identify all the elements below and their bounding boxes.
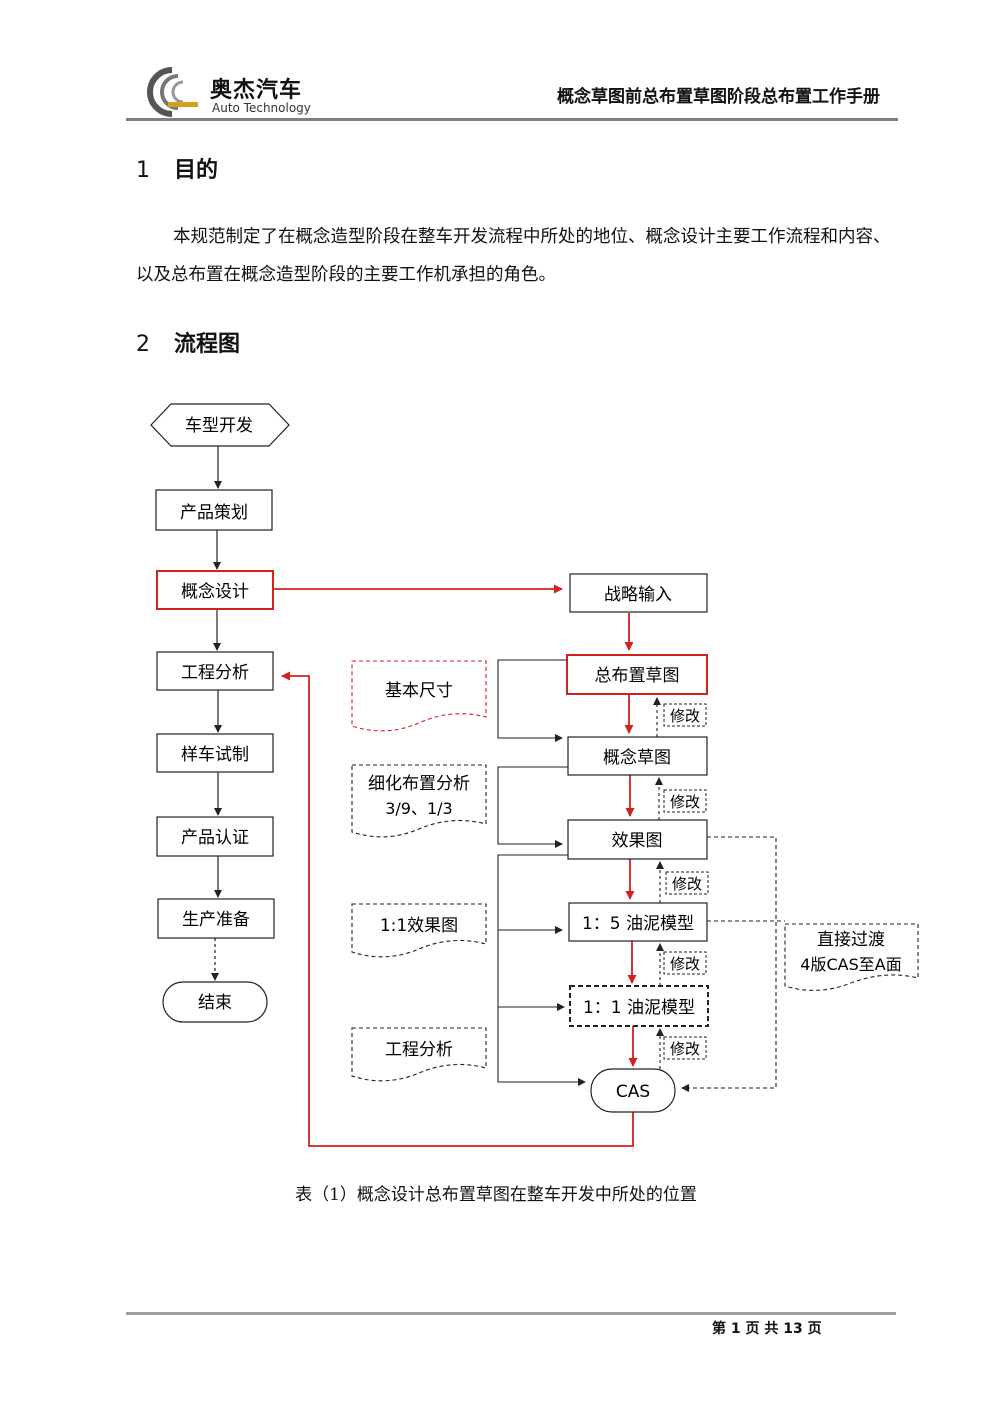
input-basic-size-label: 基本尺寸: [385, 681, 453, 701]
step-concept-sketch-label: 概念草图: [603, 747, 671, 768]
step-cas-label: CAS: [616, 1082, 650, 1102]
direct-transition-label: 直接过渡: [817, 930, 885, 950]
input-engineering-label: 工程分析: [385, 1040, 453, 1060]
modify-feedback-lines: [653, 697, 664, 1069]
modify-tags: [663, 703, 709, 1060]
modify-label: 修改: [670, 793, 700, 811]
step-concept-design-box: [156, 570, 274, 610]
modify-label: 修改: [672, 875, 702, 893]
step-certification-label: 产品认证: [181, 828, 249, 848]
section-heading-flowchart: 2 流程图: [136, 326, 240, 358]
step-product-planning-box: [155, 489, 273, 531]
figure-caption: 表（1）概念设计总布置草图在整车开发中所处的位置: [295, 1185, 697, 1205]
modify-label: 修改: [670, 955, 700, 973]
start-label: 车型开发: [185, 416, 253, 436]
end-terminator: [162, 981, 268, 1023]
step-rendering-box: [567, 819, 708, 860]
step-clay-model-1to5-label: 1：5 油泥模型: [582, 914, 694, 934]
direct-transition-detail: 4版CAS至A面: [800, 955, 901, 974]
step-layout-sketch-label: 总布置草图: [595, 666, 680, 686]
purpose-paragraph: 本规范制定了在概念造型阶段在整车开发流程中所处的地位、概念设计主要工作流程和内容…: [136, 227, 891, 285]
step-prototype-label: 样车试制: [181, 745, 249, 765]
input-refined-layout-label: 细化布置分析: [368, 774, 470, 794]
step-production-prep-label: 生产准备: [182, 910, 250, 930]
start-hexagon: [150, 403, 290, 447]
step-product-planning-label: 产品策划: [180, 503, 248, 523]
step-prototype-box: [156, 733, 274, 773]
document-title: 概念草图前总布置草图阶段总布置工作手册: [557, 87, 880, 107]
step-rendering-label: 效果图: [612, 831, 663, 851]
step-strategy-input-box: [569, 573, 708, 613]
section-title: 目的: [174, 158, 219, 183]
step-engineering-analysis-label: 工程分析: [181, 663, 249, 683]
section-heading-purpose: 1 目的: [136, 152, 218, 184]
logo-chinese-name: 奥杰汽车: [210, 78, 303, 103]
step-certification-box: [156, 816, 274, 857]
step-concept-sketch-box: [567, 736, 708, 776]
step-clay-model-1to1-label: 1：1 油泥模型: [583, 998, 695, 1018]
modify-label: 修改: [670, 1040, 700, 1058]
direct-transition-lines: [681, 836, 785, 1092]
left-flow-arrows: [211, 446, 222, 981]
input-rendering-1to1-label: 1:1效果图: [380, 916, 458, 936]
input-connector-lines: [497, 659, 586, 1086]
step-layout-sketch-box: [566, 654, 708, 695]
footer-divider: [126, 1312, 896, 1315]
step-cas-terminator: [590, 1068, 676, 1113]
header-divider: [126, 118, 898, 121]
section-number: 2: [136, 332, 150, 357]
section-number: 1: [136, 158, 150, 183]
step-concept-design-label: 概念设计: [181, 581, 249, 602]
step-engineering-analysis-box: [156, 651, 274, 691]
step-clay-model-1to1-box: [569, 985, 709, 1027]
page-number: 第 1 页 共 13 页: [712, 1321, 822, 1337]
step-production-prep-box: [157, 898, 275, 939]
modify-label: 修改: [670, 707, 700, 725]
step-clay-model-1to5-box: [568, 902, 708, 942]
logo-english-name: Auto Technology: [212, 101, 311, 115]
input-document-shapes: [351, 660, 919, 1082]
section-title: 流程图: [174, 332, 241, 357]
input-refined-layout-ratio: 3/9、1/3: [385, 799, 453, 818]
red-flow-lines: [273, 584, 638, 1147]
company-logo-icon: [147, 67, 198, 117]
step-strategy-input-label: 战略输入: [604, 585, 672, 605]
end-label: 结束: [198, 993, 232, 1013]
